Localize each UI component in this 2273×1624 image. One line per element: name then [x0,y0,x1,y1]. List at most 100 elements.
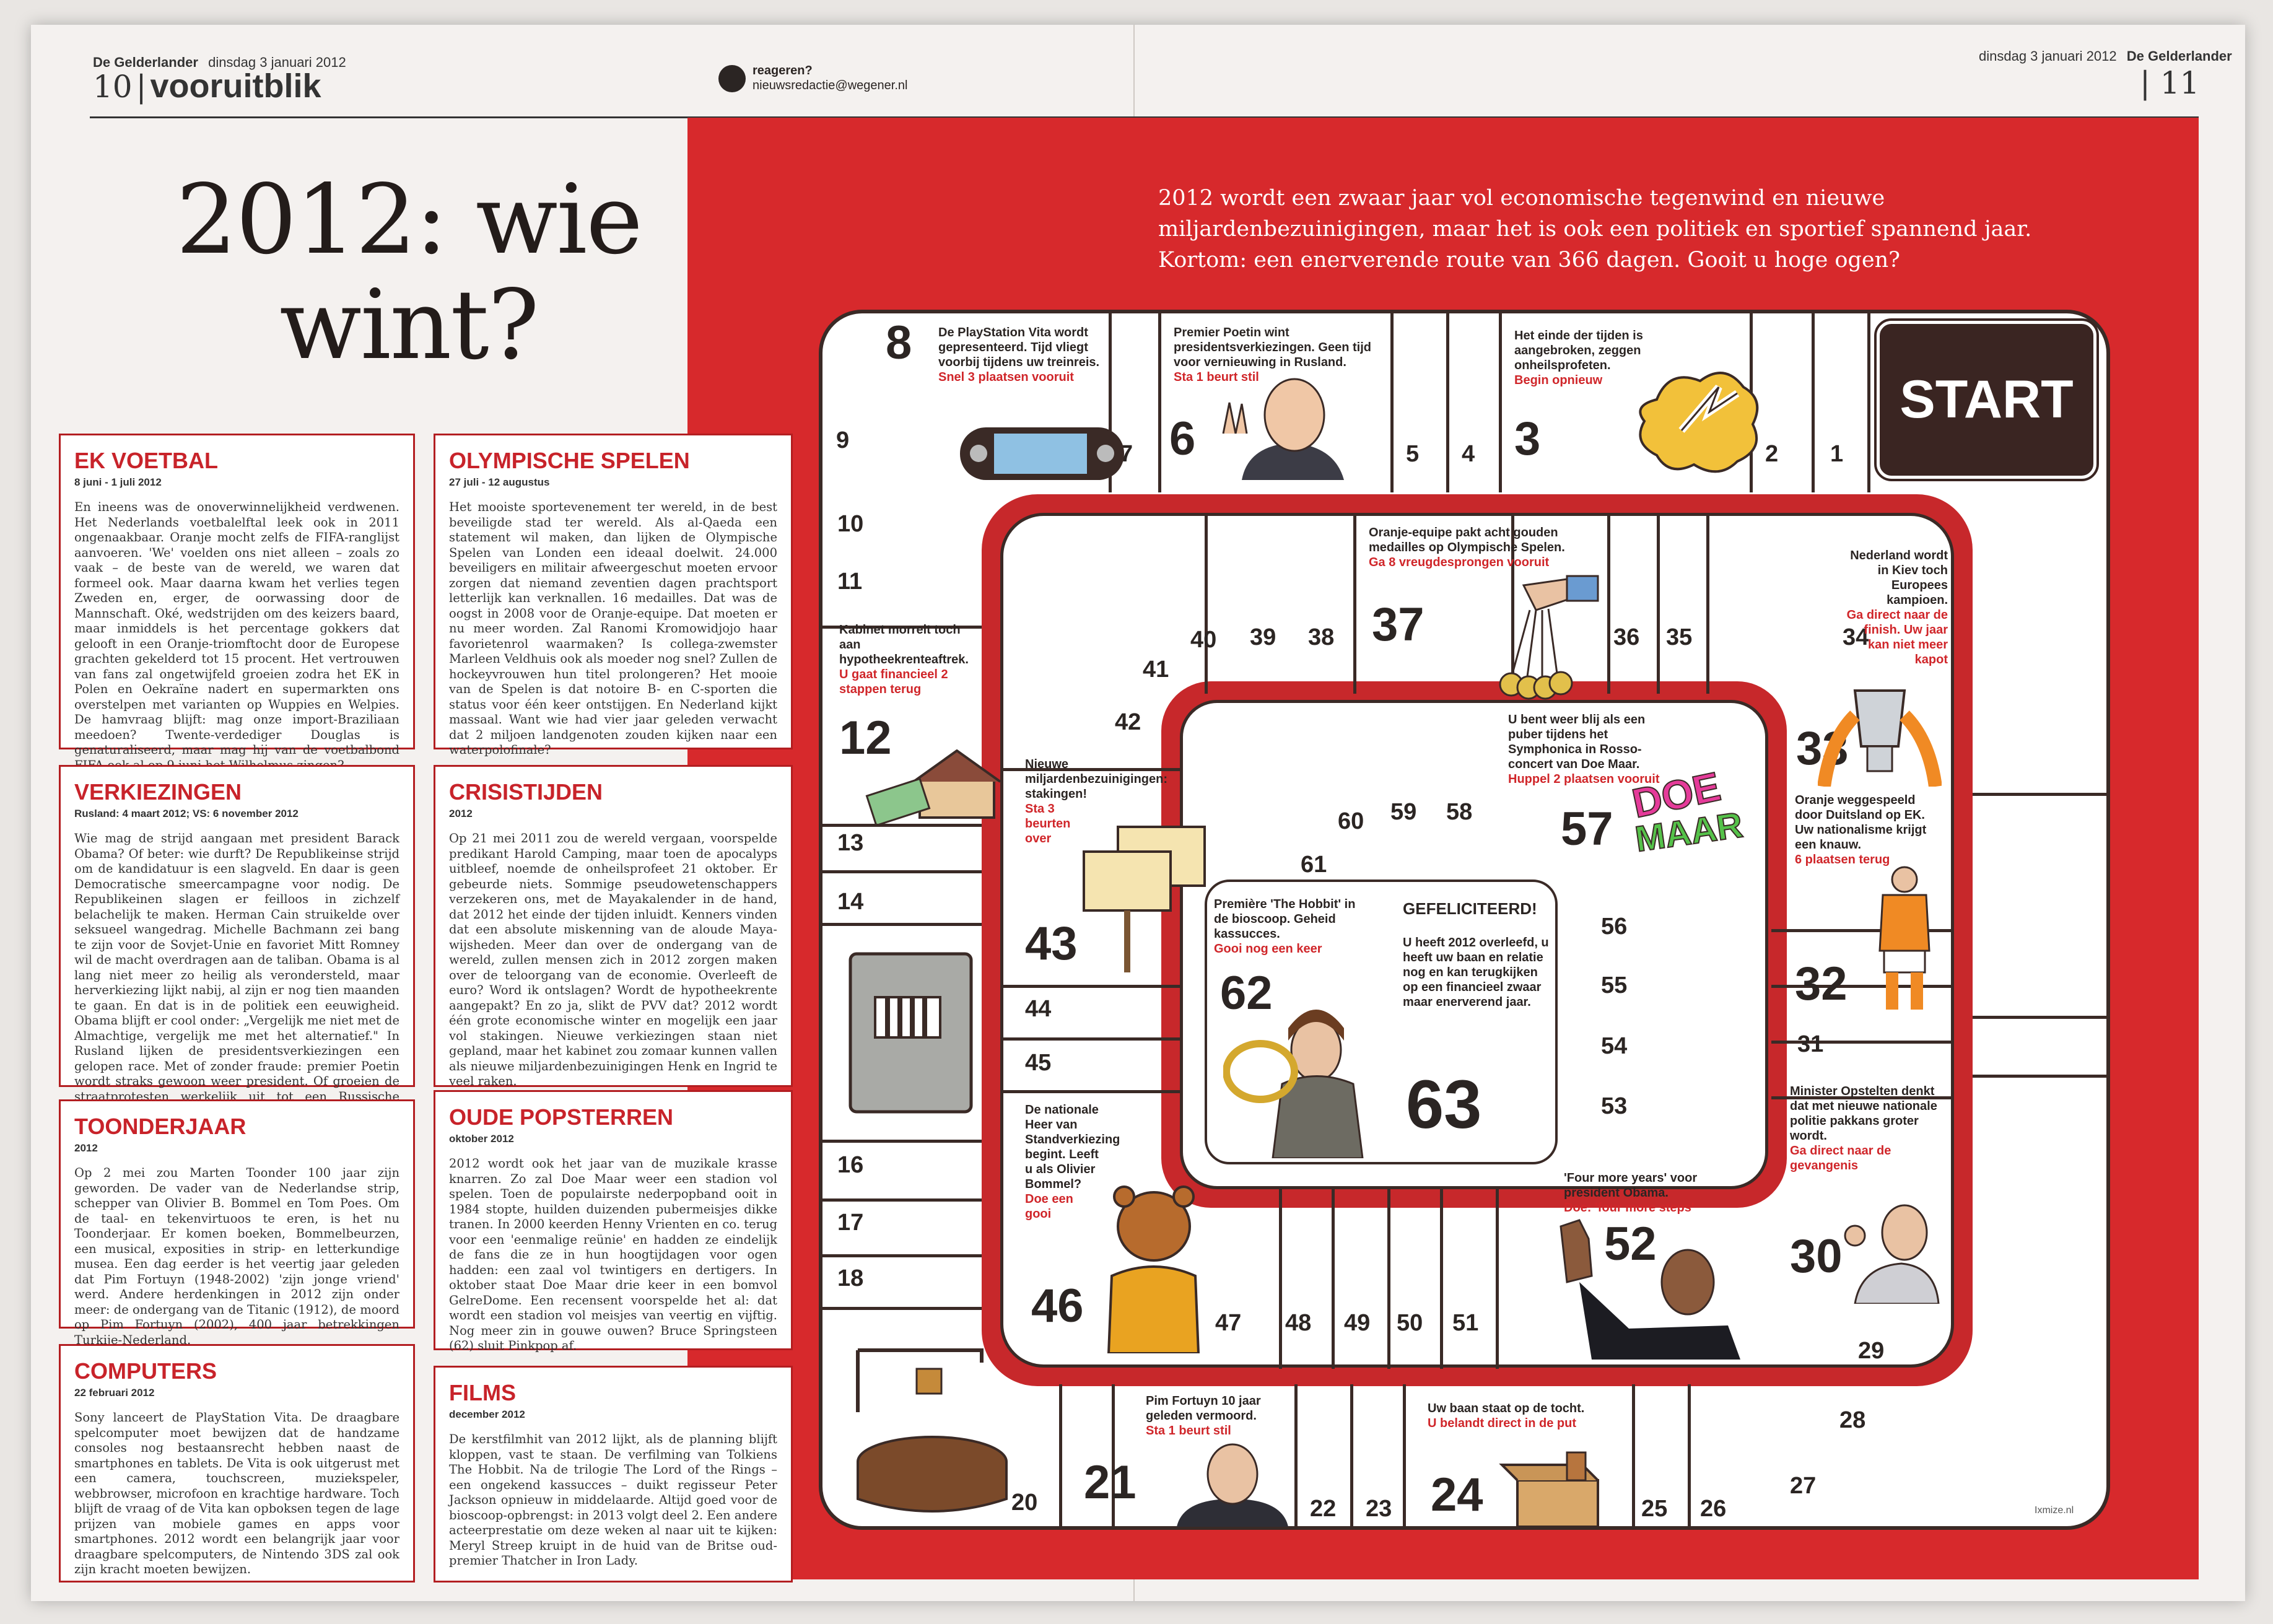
article-body: Het mooiste sportevenement ter wereld, i… [449,500,777,757]
square-51: 51 [1452,1310,1479,1336]
square-35: 35 [1666,624,1693,650]
square-45: 45 [1025,1050,1052,1076]
cell-divider [1059,1384,1062,1527]
cell-divider [1112,1384,1115,1527]
square-11: 11 [837,569,863,595]
cell-divider [1003,985,1180,988]
article-title: OUDE POPSTERREN [449,1104,674,1130]
cell-divider [1973,793,2109,796]
article-date: 8 juni - 1 juli 2012 [74,476,162,488]
square-47: 47 [1215,1310,1242,1336]
square-25: 25 [1641,1496,1668,1522]
square-26: 26 [1700,1496,1727,1522]
cell-divider [1387,1189,1390,1369]
square-12-event: Kabinet morrelt toch aan hypotheekrentea… [839,623,969,696]
square-28: 28 [1839,1407,1866,1433]
article-title: FILMS [449,1380,516,1405]
section-header: 10|vooruitblik [93,68,321,105]
date-right: dinsdag 3 januari 2012 [1979,48,2117,64]
cell-divider [821,1198,982,1202]
house-money-icon [865,749,1001,824]
playstation-vita-icon [960,427,1124,480]
cell-divider [1632,1384,1635,1527]
square-32-event: Oranje weggespeeld door Duitsland op EK.… [1795,793,1927,867]
square-37-event: Oranje-equipe pakt acht gouden medailles… [1369,526,1565,569]
square-56: 56 [1601,914,1628,940]
square-24-event: Uw baan staat op de tocht.U belandt dire… [1428,1402,1585,1430]
cell-divider [1771,1041,1951,1044]
article-date: Rusland: 4 maart 2012; VS: 6 november 20… [74,808,299,819]
prison-door-icon [849,952,973,1114]
square-17: 17 [837,1210,864,1236]
cell-divider [1511,514,1514,694]
article-ek-voetbal: EK VOETBAL 8 juni - 1 juli 2012 En ineen… [59,434,415,772]
cell-divider [821,824,982,827]
gold-medals-icon [1499,575,1599,700]
square-4: 4 [1462,441,1475,467]
fortuyn-portrait-icon [1177,1443,1288,1527]
square-6-number: 6 [1169,413,1196,465]
square-53: 53 [1601,1093,1628,1119]
square-27: 27 [1790,1473,1817,1499]
page-title: 2012: wie wint? [176,164,643,381]
article-title: CRISISTIJDEN [449,779,603,805]
masthead-right: dinsdag 3 januari 2012 De Gelderlander [1979,48,2232,64]
square-31: 31 [1797,1031,1824,1057]
contact-block: reageren? nieuwsredactie@wegener.nl [753,63,907,93]
intro-text: 2012 wordt een zwaar jaar vol economisch… [1158,186,2032,273]
square-3-event: Het einde der tijden is aangebroken, zeg… [1514,329,1643,387]
article-date: 2012 [74,1142,98,1154]
hobbit-ring-icon [1223,1010,1364,1158]
page-number-left: 10 [93,69,133,105]
square-34: 34 [1843,624,1869,650]
cell-divider [1350,1384,1353,1527]
article-date: 2012 [449,808,473,819]
header-rule-left [90,116,687,118]
square-30-event: Minister Opstelten denkt dat met nieuwe … [1790,1085,1937,1172]
putin-portrait-icon [1222,378,1344,480]
board-finish-area [1205,880,1558,1164]
cell-divider [1706,514,1709,694]
square-38: 38 [1308,624,1335,650]
section-name: vooruitblik [150,68,321,105]
article-date: 22 februari 2012 [74,1387,155,1399]
cell-divider [1440,1189,1443,1369]
square-8-number: 8 [886,317,912,369]
square-41: 41 [1143,657,1169,683]
cell-divider [1158,313,1161,492]
trophy-icon [1818,689,1942,787]
cell-divider [1499,313,1502,492]
article-title: TOONDERJAAR [74,1114,246,1139]
square-62-number: 62 [1220,967,1273,1019]
cell-divider [1867,313,1870,492]
square-58: 58 [1446,799,1473,825]
square-55: 55 [1601,972,1628,998]
square-29: 29 [1858,1338,1885,1364]
square-52-number: 52 [1604,1218,1657,1270]
square-21-event: Pim Fortuyn 10 jaar geleden vermoord.Sta… [1146,1394,1261,1438]
article-date: december 2012 [449,1408,525,1420]
cell-divider [1973,1016,2109,1019]
square-57-number: 57 [1561,803,1613,855]
page-number-right: | 11 [2140,65,2200,101]
cell-divider [1003,1090,1180,1093]
contact-email[interactable]: nieuwsredactie@wegener.nl [753,79,908,92]
square-43-event: Nieuwe miljardenbezuinigingen: stakingen… [1025,757,1168,845]
cell-divider [1688,1384,1691,1527]
board-credit: Ixmize.nl [2035,1505,2074,1516]
masthead-left: De Gelderlander dinsdag 3 januari 2012 [93,55,346,71]
explosion-icon [1639,372,1759,473]
well-icon [856,1348,1008,1513]
square-46-number: 46 [1031,1280,1084,1332]
article-body: 2012 wordt ook het jaar van de muzikale … [449,1156,777,1353]
square-39: 39 [1250,624,1276,650]
cell-divider [821,1254,982,1257]
cell-divider [821,626,982,629]
cell-divider [1279,1189,1282,1369]
cell-divider [1003,1037,1180,1041]
cell-divider [1109,313,1112,492]
article-body: Sony lanceert de PlayStation Vita. De dr… [74,1410,399,1576]
square-59: 59 [1390,799,1417,825]
article-date: 27 juli - 12 augustus [449,476,550,488]
footballer-icon [1878,866,1931,1010]
